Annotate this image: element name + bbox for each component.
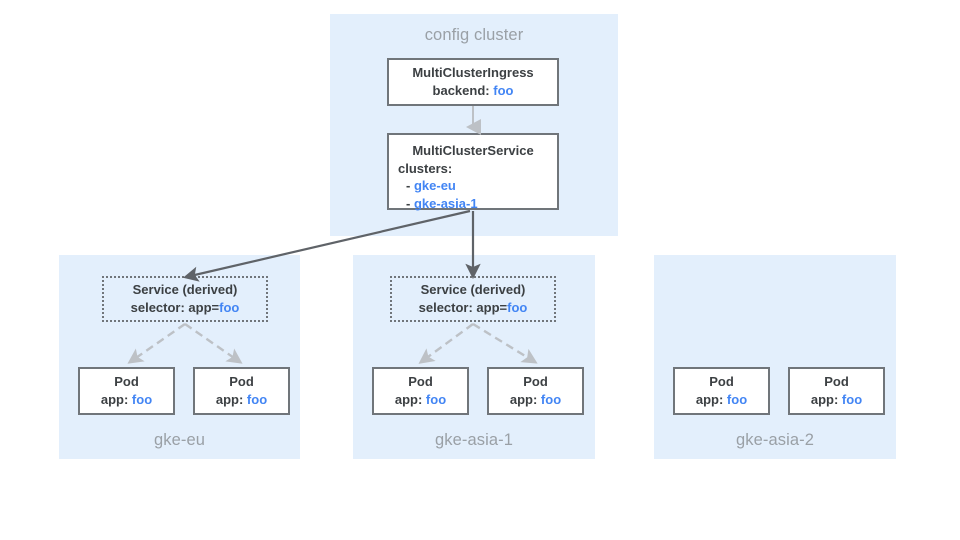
mcs-cluster-value: gke-eu [413,178,456,194]
pod-app-value: foo [425,392,447,407]
pod-name: Pod [709,374,734,390]
mcs-cluster-value: gke-asia-1 [413,195,478,211]
cluster-label-gke-asia-1: gke-asia-1 [434,431,514,449]
pod-box[interactable]: Pod app: foo [372,367,469,415]
pod-app-value: foo [246,392,268,407]
pod-app-label: app: [394,392,423,407]
pod-app-field: app: foo [510,391,561,409]
service-selector-value: foo [219,300,240,315]
pod-name: Pod [114,374,139,390]
pod-app-label: app: [695,392,724,407]
mci-backend-value: foo [493,83,514,98]
mcs-clusters-label: clusters: [398,160,453,176]
pod-app-value: foo [841,392,863,407]
mcs-name: MultiClusterService [412,143,534,158]
mci-name: MultiClusterIngress [412,65,534,81]
pod-name: Pod [824,374,849,390]
mcs-cluster-item: - gke-eu [389,177,557,195]
pod-app-value: foo [726,392,748,407]
pod-app-label: app: [810,392,839,407]
pod-box[interactable]: Pod app: foo [673,367,770,415]
pod-app-label: app: [215,392,244,407]
pod-app-label: app: [100,392,129,407]
config-cluster-label: config cluster [424,26,524,44]
cluster-label-gke-eu: gke-eu [153,431,206,449]
pod-app-label: app: [509,392,538,407]
pod-app-field: app: foo [811,391,862,409]
derived-service-box-gke-asia-1[interactable]: Service (derived) selector: app=foo [390,276,556,322]
pod-app-field: app: foo [216,391,267,409]
pod-app-value: foo [540,392,562,407]
pod-name: Pod [523,374,548,390]
mcs-cluster-bullet: - [406,178,411,194]
pod-app-field: app: foo [101,391,152,409]
pod-box[interactable]: Pod app: foo [487,367,584,415]
mci-backend-field: backend: foo [433,82,514,100]
service-name: Service (derived) [420,282,526,298]
cluster-panel-gke-asia-2 [654,255,896,459]
service-name: Service (derived) [132,282,238,298]
cluster-label-gke-asia-2: gke-asia-2 [735,431,815,449]
pod-box[interactable]: Pod app: foo [788,367,885,415]
mcs-cluster-bullet: - [406,195,411,211]
derived-service-box-gke-eu[interactable]: Service (derived) selector: app=foo [102,276,268,322]
service-selector-field: selector: app=foo [131,299,240,317]
pod-app-field: app: foo [395,391,446,409]
service-selector-label: selector: app= [130,300,220,315]
mcs-cluster-item: - gke-asia-1 [389,195,557,213]
pod-app-value: foo [131,392,153,407]
pod-name: Pod [229,374,254,390]
service-selector-label: selector: app= [418,300,508,315]
pod-box[interactable]: Pod app: foo [193,367,290,415]
service-selector-field: selector: app=foo [419,299,528,317]
mci-backend-label: backend: [432,83,490,98]
service-selector-value: foo [507,300,528,315]
pod-app-field: app: foo [696,391,747,409]
multi-cluster-service-box[interactable]: MultiClusterService clusters: - gke-eu -… [387,133,559,213]
pod-name: Pod [408,374,433,390]
multi-cluster-ingress-box[interactable]: MultiClusterIngress backend: foo [387,58,559,106]
pod-box[interactable]: Pod app: foo [78,367,175,415]
